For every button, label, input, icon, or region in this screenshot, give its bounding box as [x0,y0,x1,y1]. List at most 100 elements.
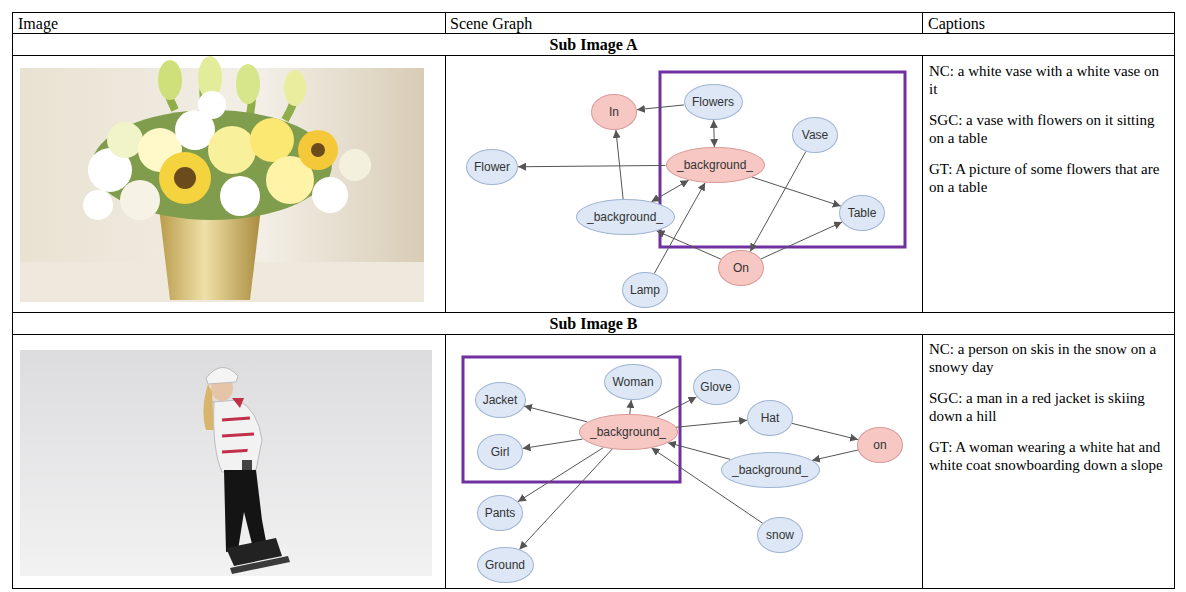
relation-node: _background_ [666,147,765,183]
column-rule [922,55,923,312]
sunflower [159,152,211,204]
node-label: _background_ [587,210,663,224]
object-node: Vase [792,117,838,153]
graph-edge [676,420,747,427]
graph-edge [637,105,684,110]
highlight-box [660,72,905,247]
node-label: On [733,261,749,275]
graph-edge [518,165,666,166]
photo-ground [20,68,424,302]
graph-edge [713,120,715,147]
photo-ground [20,350,432,576]
node-label: _background_ [732,463,808,477]
blossom [83,190,113,220]
highlight-box [463,357,680,482]
relation-node: On [718,250,764,286]
snapdragon [236,64,260,104]
snapdragon [158,60,182,100]
node-label: Flower [474,160,510,174]
graph-edge [668,443,730,460]
node-label: Lamp [630,283,660,297]
node-label: Table [848,206,877,220]
node-label: Girl [491,445,510,459]
graph-edge [651,180,688,202]
caption-cell: SGC: a man in a red jacket is skiing dow… [929,389,1165,425]
graph-edge [630,400,631,414]
object-node: _background_ [576,199,675,235]
caption-cell: NC: a person on skis in the snow on a sn… [929,340,1165,376]
node-label: Vase [802,128,828,142]
caption-cell: GT: A picture of some flowers that are o… [929,160,1165,196]
graph-edge [792,423,858,439]
row-rule [12,312,1175,313]
node-label: Ground [485,558,525,572]
blossom [208,126,256,174]
object-node: _background_ [721,452,820,488]
hair [203,384,214,430]
blossom [220,176,260,216]
graph-edge [519,449,612,549]
object-node: Glove [693,369,740,405]
column-header: Scene Graph [450,14,650,33]
jacket [212,400,262,472]
graph-edge [524,406,587,422]
object-node: snow [757,517,803,553]
object-node: Flowers [684,84,743,120]
blossom [107,122,143,158]
node-label: Pants [485,506,516,520]
object-node: Jacket [475,382,526,418]
object-node: Table [839,195,885,231]
table-border [13,13,1175,589]
node-label: In [609,105,619,119]
object-node: Hat [747,400,793,436]
column-rule [445,12,446,33]
column-rule [445,55,446,312]
blossom [312,177,348,213]
glove [242,460,252,470]
object-node: Ground [477,547,534,583]
node-label: Woman [612,375,653,389]
relation-node: on [857,427,903,463]
object-node: Woman [604,364,662,400]
node-label: Hat [761,411,780,425]
graph-edge [523,439,583,448]
node-label: on [873,438,886,452]
sunflower [298,130,338,170]
graph-edge [812,450,858,460]
graph-edge [657,397,697,417]
row-rule [12,33,1175,34]
node-label: Flowers [692,95,734,109]
scarf [232,398,244,408]
flower-bunch [83,56,371,220]
column-rule [922,12,923,33]
graph-edge [761,222,842,259]
row-header: Sub Image B [12,314,1175,333]
graph-edge [657,231,721,259]
object-node: Flower [466,149,518,185]
hat [206,367,238,384]
sunflower-center [174,167,196,189]
object-node: Pants [477,495,523,531]
column-rule [922,334,923,589]
caption-cell: GT: A woman wearing a white hat and whit… [929,438,1165,474]
row-header: Sub Image A [12,35,1175,54]
node-label: _background_ [677,158,753,172]
graph-edge [518,448,603,502]
snapdragon [284,70,306,106]
blossom [339,149,371,181]
graph-edge [752,177,841,206]
object-node: Lamp [622,272,668,308]
pants [224,470,268,552]
object-node: Girl [477,434,523,470]
node-label: Glove [700,380,731,394]
snowboarder [203,367,290,574]
node-label: _background_ [590,425,666,439]
caption-cell: NC: a white vase with a white vase on it [929,62,1165,98]
row-rule [12,334,1175,335]
caption-cell: SGC: a vase with flowers on it sitting o… [929,111,1165,147]
graph-edge [616,130,623,199]
